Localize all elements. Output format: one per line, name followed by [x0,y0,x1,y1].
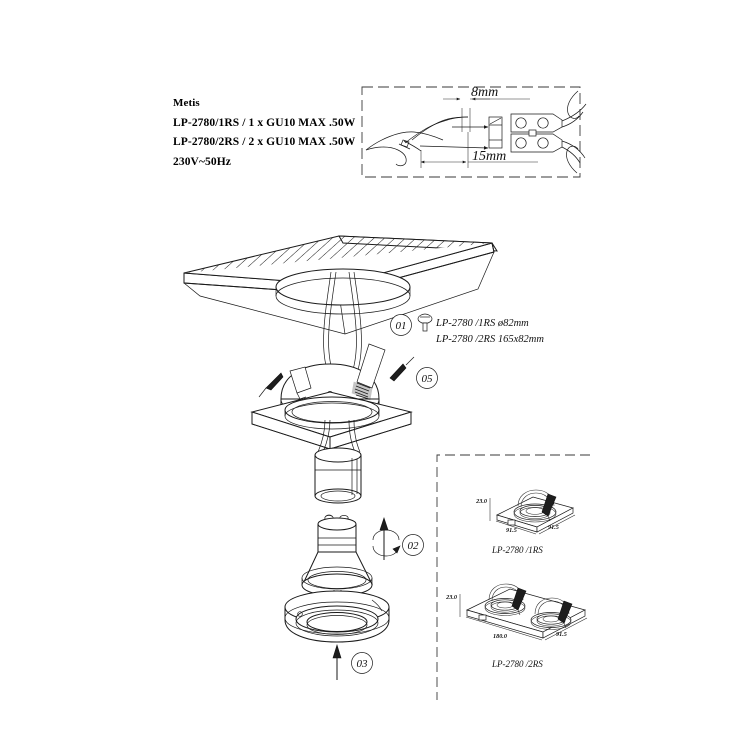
dimension-15mm: 15mm [420,132,538,168]
twist-lock-rotate-icon: 02 [372,517,424,560]
bezel-ring [284,590,390,643]
inset-2rs-width: 180.0 [493,633,507,640]
dimension-15mm-label: 15mm [472,149,506,164]
inset-1rs-height: 23.0 [475,498,487,505]
product-spec-block: Metis LP-2780/1RS / 1 x GU10 MAX .50W LP… [173,94,433,172]
spring-clip-right [351,343,386,401]
ceiling-cutout-icon [417,313,433,332]
callout-03-label: 03 [357,658,369,670]
square-fixture-frame [250,343,413,450]
inset-2rs-label: LP-2780 /2RS [491,659,543,669]
dimension-8mm-label: 8mm [471,85,498,100]
gu10-reflector-lamp [301,514,373,597]
callout-05-label: 05 [422,373,434,385]
inset-panel: 23.0 91.5 91.5 LP-2780 /1RS [436,454,590,700]
spring-clip-arrow-icon [258,356,415,398]
inset-1rs: 23.0 91.5 91.5 LP-2780 /1RS [475,489,576,555]
dimension-8mm: 8mm [443,85,530,132]
callout-02-label: 02 [408,540,420,552]
inset-1rs-width: 91.5 [506,527,517,534]
outgoing-leads-icon [561,90,587,174]
spec-line-1rs: LP-2780/1RS / 1 x GU10 MAX .50W [173,116,356,129]
callout-01-ref-1: LP-2780 /1RS ø82mm [435,318,529,329]
terminal-screw-icon [488,116,503,149]
inset-1rs-label: LP-2780 /1RS [491,545,543,555]
push-up-arrow-icon: 03 [332,643,373,680]
callout-05: 05 [416,367,438,389]
inset-1rs-depth: 91.5 [548,524,559,531]
supply-wires [323,271,362,387]
callout-01: 01 [390,313,433,336]
inset-2rs: 23.0 180.0 91.5 LP-2780 /2RS [445,583,588,669]
inset-2rs-depth: 91.5 [556,631,567,638]
terminal-block-icon [510,113,563,153]
spec-line-2rs: LP-2780/2RS / 2 x GU10 MAX .50W [173,136,356,148]
spring-clip-left [289,366,312,400]
inset-2rs-height: 23.0 [445,594,457,601]
ceiling-cutout-hole [275,268,411,306]
brand-name: Metis [173,97,200,109]
gu10-lamp-holder [314,419,362,504]
spec-line-voltage: 230V~50Hz [173,155,231,168]
callout-01-label: 01 [396,320,407,332]
clip-spring-coil [351,381,373,401]
ceiling-panel [183,235,498,335]
callout-01-ref-2: LP-2780 /2RS 165x82mm [435,334,544,345]
